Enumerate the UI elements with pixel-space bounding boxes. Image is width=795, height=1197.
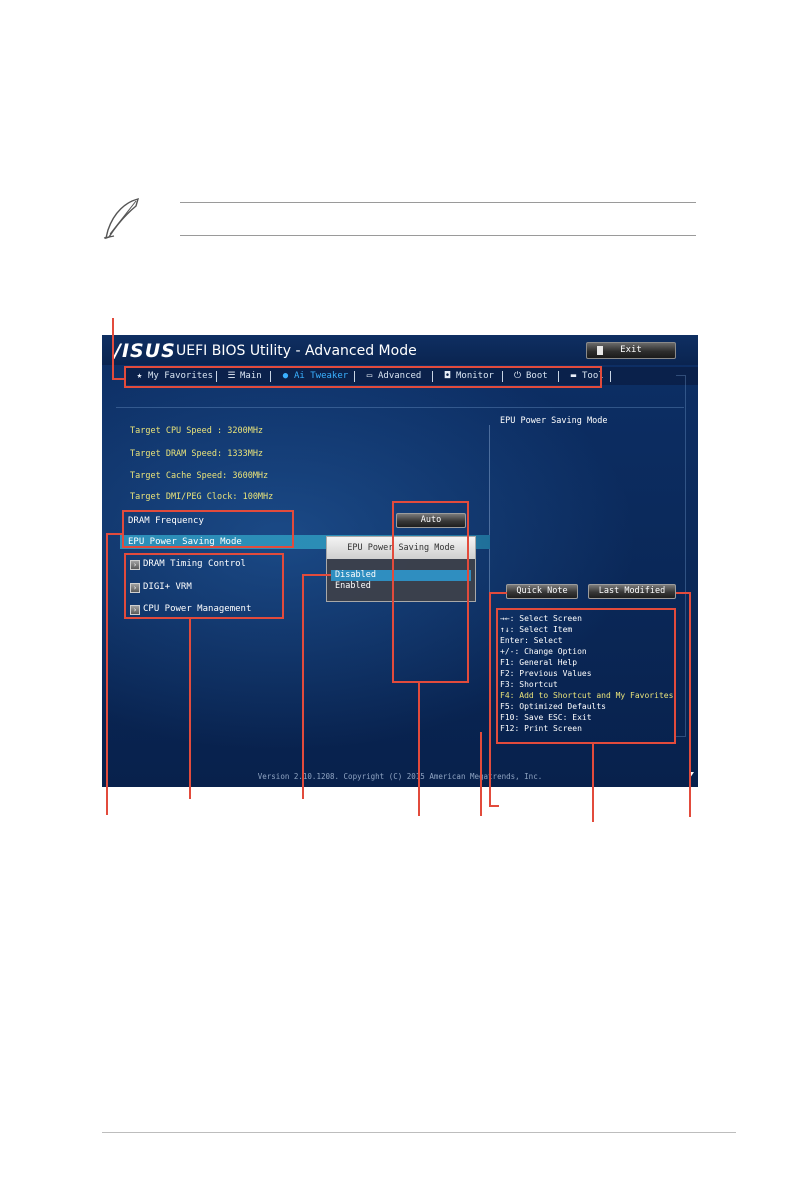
hotkey-line: F5: Optimized Defaults <box>500 702 606 711</box>
tab-boot[interactable]: ⏻Boot <box>512 367 548 385</box>
target-dmi-peg-clock: Target DMI/PEG Clock: 100MHz <box>130 492 274 502</box>
tab-ai-tweaker[interactable]: ●Ai Tweaker <box>280 367 348 385</box>
callout-line-quick-note <box>489 592 491 806</box>
monitor-icon: ◘ <box>444 371 451 381</box>
menu-separator <box>502 371 503 382</box>
power-icon: ⏻ <box>513 371 522 381</box>
note-rule-bottom <box>180 235 696 236</box>
callout-line-popup <box>302 574 304 799</box>
submenu-arrow-icon: › <box>130 605 140 615</box>
hotkey-line-highlighted: F4: Add to Shortcut and My Favorites <box>500 691 674 700</box>
content-frame-edge <box>676 375 686 737</box>
hotkey-line: +/-: Change Option <box>500 647 587 656</box>
epu-power-saving-label: EPU Power Saving Mode <box>128 537 242 547</box>
hotkey-line: F10: Save ESC: Exit <box>500 713 592 722</box>
menu-separator <box>610 371 611 382</box>
content-frame <box>116 407 684 737</box>
advanced-icon: ▭ <box>366 371 373 381</box>
star-icon: ★ <box>136 371 143 381</box>
callout-line-help <box>480 732 482 816</box>
callout-line-config-values <box>418 683 420 816</box>
callout-box-submenus <box>124 553 284 619</box>
popup-option-disabled[interactable]: Disabled <box>331 570 471 581</box>
submenu-arrow-icon: › <box>130 560 140 570</box>
option-popup: EPU Power Saving Mode Disabled Enabled <box>326 536 476 602</box>
submenu-dram-timing-control[interactable]: ›DRAM Timing Control <box>130 557 246 571</box>
callout-line-last-modified <box>689 592 691 817</box>
menu-separator <box>354 371 355 382</box>
tab-my-favorites[interactable]: ★My Favorites <box>134 367 213 385</box>
bios-screen: /ISUS UEFI BIOS Utility - Advanced Mode … <box>102 335 698 787</box>
page-footer-rule <box>102 1132 736 1133</box>
target-cpu-speed: Target CPU Speed : 3200MHz <box>130 426 264 436</box>
tab-main[interactable]: ☰Main <box>226 367 261 385</box>
target-dram-speed: Target DRAM Speed: 1333MHz <box>130 449 264 459</box>
callout-line-submenus <box>189 619 191 799</box>
hotkey-line: F12: Print Screen <box>500 724 582 733</box>
callout-line-config <box>106 533 124 535</box>
callout-box-config-fields <box>122 510 294 548</box>
hotkey-line: ↑↓: Select Item <box>500 625 573 634</box>
dram-frequency-value[interactable]: Auto <box>396 513 466 528</box>
last-modified-button[interactable]: Last Modified <box>588 584 676 599</box>
dram-frequency-item[interactable]: DRAM Frequency <box>128 516 204 526</box>
mouse-cursor-icon <box>690 772 694 778</box>
exit-label: Exit <box>620 345 642 355</box>
asus-logo: /ISUS <box>114 340 176 362</box>
hotkey-line: F1: General Help <box>500 658 578 667</box>
callout-line-last-modified <box>676 592 690 594</box>
tab-tool[interactable]: ▬Tool <box>568 367 604 385</box>
callout-box-menu-bar <box>124 366 602 388</box>
menu-separator <box>558 371 559 382</box>
tool-icon: ▬ <box>570 371 577 381</box>
bios-title: UEFI BIOS Utility - Advanced Mode <box>176 343 417 359</box>
quick-note-button[interactable]: Quick Note <box>506 584 578 599</box>
target-cache-speed: Target Cache Speed: 3600MHz <box>130 471 269 481</box>
hotkey-legend: →←: Select Screen ↑↓: Select Item Enter:… <box>500 613 680 734</box>
menu-separator <box>270 371 271 382</box>
submenu-digi-vrm[interactable]: ›DIGI+ VRM <box>130 580 192 594</box>
menu-separator <box>432 371 433 382</box>
callout-line-quick-note <box>489 592 507 594</box>
callout-line-popup <box>303 574 331 576</box>
callout-line-quick-note <box>489 805 499 807</box>
callout-box-hotkeys <box>496 608 676 744</box>
hotkey-line: Enter: Select <box>500 636 563 645</box>
panel-divider <box>489 425 490 725</box>
tab-advanced[interactable]: ▭Advanced <box>364 367 422 385</box>
bios-title-bar: /ISUS UEFI BIOS Utility - Advanced Mode … <box>102 335 698 365</box>
callout-line-menu <box>112 318 114 379</box>
exit-button[interactable]: Exit <box>586 342 676 359</box>
menu-bar: ★My Favorites ☰Main ●Ai Tweaker ▭Advance… <box>124 367 698 385</box>
callout-line-hotkeys <box>592 744 594 822</box>
menu-separator <box>216 371 217 382</box>
popup-title: EPU Power Saving Mode <box>327 537 475 559</box>
help-panel-title: EPU Power Saving Mode <box>500 416 608 426</box>
callout-line-config <box>106 533 108 815</box>
list-icon: ☰ <box>227 371 236 381</box>
tweaker-icon: ● <box>282 371 289 381</box>
note-rule-top <box>180 202 696 203</box>
submenu-arrow-icon: › <box>130 583 140 593</box>
bios-copyright: Version 2.10.1208. Copyright (C) 2015 Am… <box>257 772 543 781</box>
callout-line-menu <box>112 378 124 380</box>
hotkey-line: →←: Select Screen <box>500 614 582 623</box>
hotkey-line: F3: Shortcut <box>500 680 558 689</box>
popup-option-enabled[interactable]: Enabled <box>335 581 371 591</box>
submenu-cpu-power-management[interactable]: ›CPU Power Management <box>130 602 251 616</box>
callout-box-config-values <box>392 501 469 683</box>
tab-monitor[interactable]: ◘Monitor <box>442 367 494 385</box>
hotkey-line: F2: Previous Values <box>500 669 592 678</box>
exit-door-icon <box>597 346 603 355</box>
feather-note-icon <box>103 198 140 240</box>
